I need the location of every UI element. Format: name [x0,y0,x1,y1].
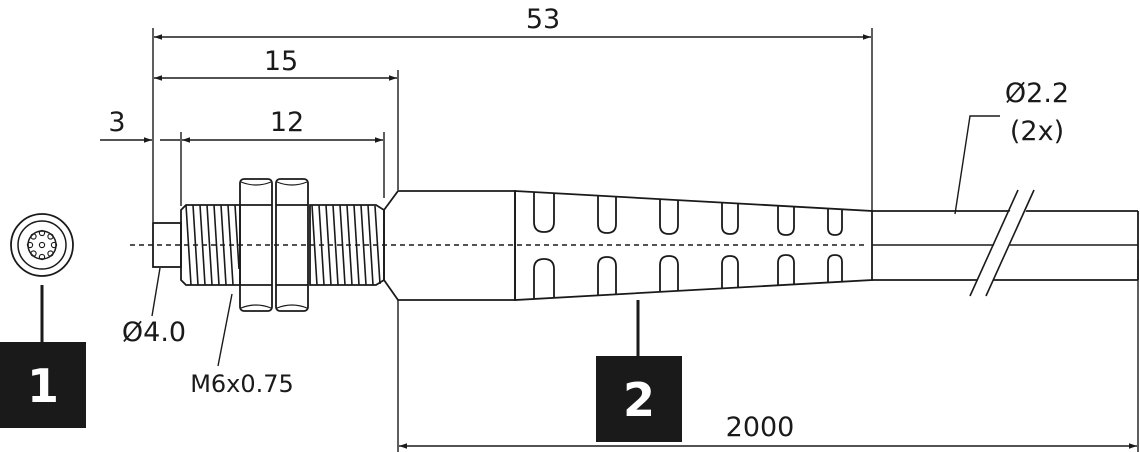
leader-tip-diameter [151,267,161,317]
callout-badge-1: 1 [0,342,86,428]
extension-lines [152,28,1139,452]
callout-number-1: 1 [27,359,59,413]
leader-cable-diameter [954,115,1000,215]
dim-label-3: 3 [108,107,125,138]
dim-label-tip-diameter: Ø4.0 [122,317,186,348]
dim-label-12: 12 [270,107,304,138]
dim-label-cable-count: (2x) [1010,116,1064,147]
dim-label-thread-spec: M6x0.75 [190,370,294,398]
dim-label-53: 53 [526,4,560,35]
callout-number-2: 2 [623,373,655,427]
break-symbol [969,189,1035,297]
dim-label-15: 15 [264,46,298,77]
dim-label-2000: 2000 [726,412,795,443]
front-view-connector-face [10,213,74,277]
dimension-lines [100,34,1137,449]
dim-label-cable-diameter: Ø2.2 [1005,78,1069,109]
leader-lines [40,115,1000,367]
leader-thread-spec [217,293,233,367]
callout-badge-2: 2 [596,356,682,442]
